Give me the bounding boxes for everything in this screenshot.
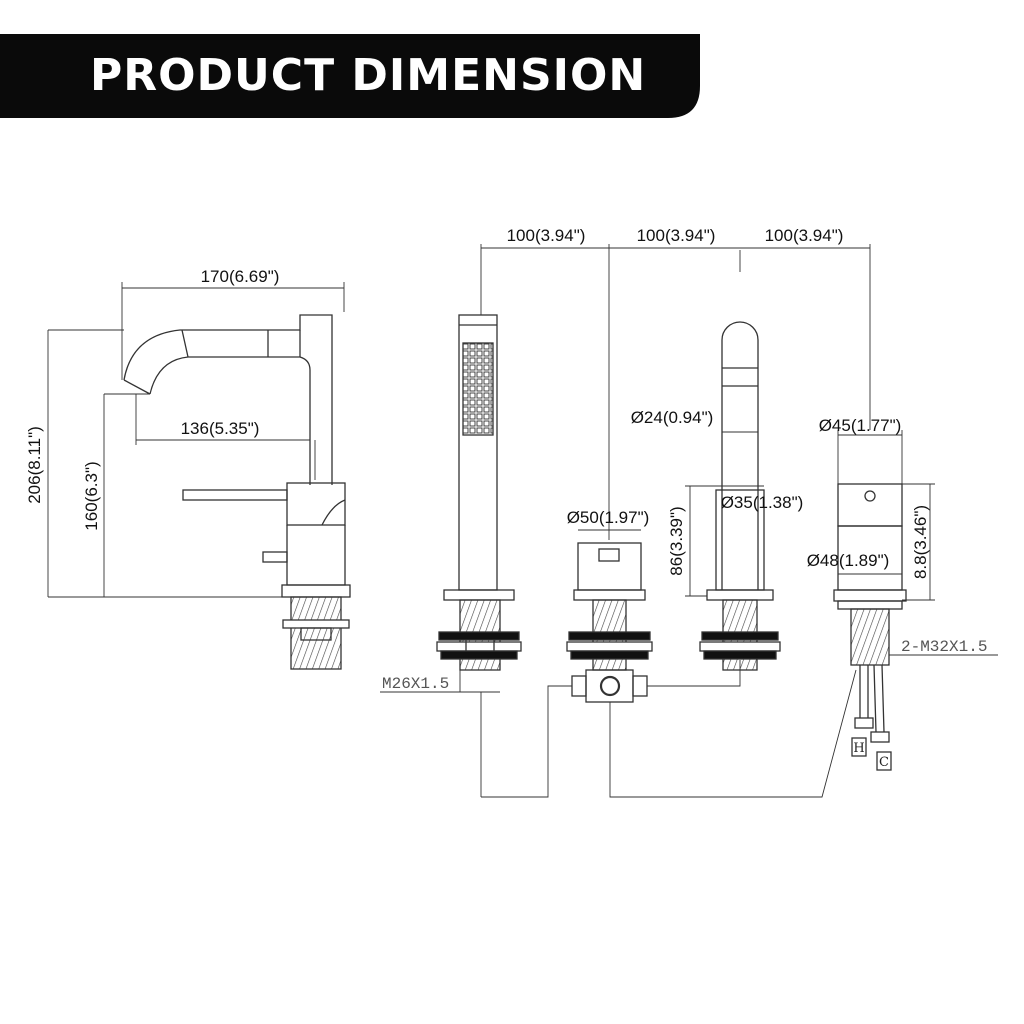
valve-top-diameter-label: Ø45(1.77") bbox=[819, 416, 902, 435]
spout-height-label: 86(3.39") bbox=[667, 506, 686, 575]
total-height-label: 206(8.11") bbox=[25, 426, 44, 504]
spout-base-diameter-label: Ø35(1.38") bbox=[721, 493, 804, 512]
valve-base-diameter-label: Ø48(1.89") bbox=[807, 551, 890, 570]
spacing-label-2: 100(3.94") bbox=[637, 226, 716, 245]
valve-height-label: 8.8(3.46") bbox=[911, 505, 930, 579]
cold-label: C bbox=[879, 755, 889, 770]
spacing-label-3: 100(3.94") bbox=[765, 226, 844, 245]
spout-reach-label: 136(5.35") bbox=[181, 419, 260, 438]
side-view-faucet bbox=[47, 282, 351, 670]
diverter-diameter-label: Ø50(1.97") bbox=[567, 508, 650, 527]
total-width-label: 170(6.69") bbox=[201, 267, 280, 286]
hand-shower bbox=[380, 314, 522, 797]
spout-height-label: 160(6.3") bbox=[82, 461, 101, 530]
spout-tip-diameter-label: Ø24(0.94") bbox=[631, 408, 714, 427]
hot-label: H bbox=[853, 741, 864, 756]
mixing-valve bbox=[833, 430, 998, 771]
spout bbox=[685, 321, 781, 671]
page-title: PRODUCT DIMENSION bbox=[90, 50, 647, 101]
handshower-thread-label: M26X1.5 bbox=[382, 675, 449, 693]
spacing-label-1: 100(3.94") bbox=[507, 226, 586, 245]
header-banner bbox=[0, 34, 700, 118]
spacing-dimensions bbox=[480, 244, 871, 540]
valve-thread-label: 2-M32X1.5 bbox=[901, 638, 987, 656]
